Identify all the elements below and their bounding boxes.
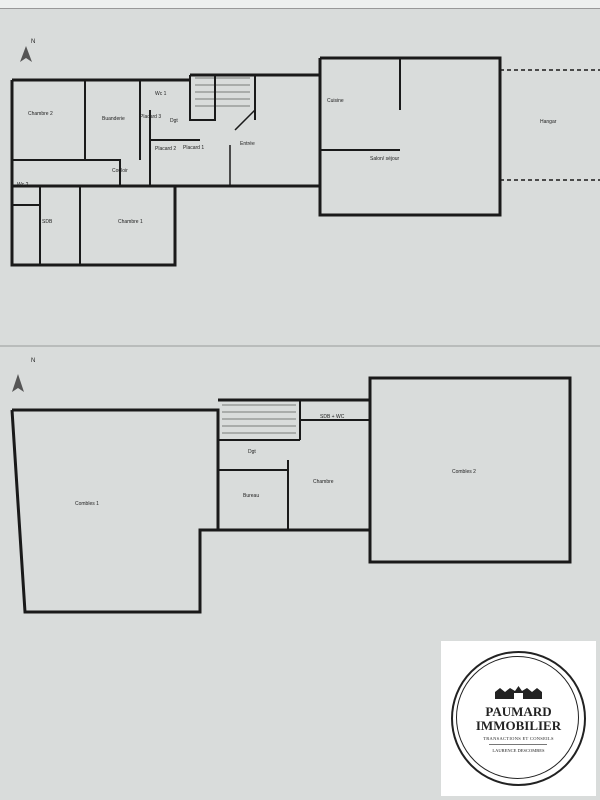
room-label: Bureau [243, 493, 259, 499]
room-label: Chambre [313, 479, 334, 485]
north-arrow-upper: N [12, 358, 35, 392]
page-top-edge [0, 0, 600, 9]
logo-tagline: TRANSACTIONS ET CONSEILS [483, 736, 554, 741]
room-label: Buanderie [102, 116, 125, 122]
room-label: Wc 1 [155, 91, 167, 97]
room-label: Cuisine [327, 98, 344, 104]
north-arrow-ground: N [20, 39, 35, 62]
room-label: Chambre 2 [28, 111, 53, 117]
room-label: SDB + WC [320, 414, 345, 420]
room-label: Dgt [170, 118, 178, 124]
north-label: N [31, 39, 35, 45]
room-label: Combles 2 [452, 469, 476, 475]
room-label: Entrée [240, 141, 255, 147]
ground-floor-plan [10, 56, 600, 267]
logo-agent: LAURENCE DESCOMBES [492, 748, 545, 753]
room-label: Dgt [248, 449, 256, 455]
room-label: Combles 1 [75, 501, 99, 507]
room-label: SDB [42, 219, 53, 225]
logo-name-line1: PAUMARD [485, 704, 552, 719]
plan-separator [0, 345, 600, 347]
north-label: N [31, 358, 35, 364]
room-label: Salon/ séjour [370, 156, 400, 162]
logo-name-line2: IMMOBILIER [475, 718, 562, 733]
room-label: Placard 1 [183, 145, 204, 151]
houses-icon [495, 686, 542, 699]
room-label: Placard 3 [140, 114, 161, 120]
room-label: Chambre 1 [118, 219, 143, 225]
room-label: Placard 2 [155, 146, 176, 152]
room-label: Wc 2 [17, 182, 29, 188]
room-label: Couloir [112, 168, 128, 174]
upper-floor-plan [10, 376, 572, 614]
room-label: Hangar [540, 119, 557, 125]
